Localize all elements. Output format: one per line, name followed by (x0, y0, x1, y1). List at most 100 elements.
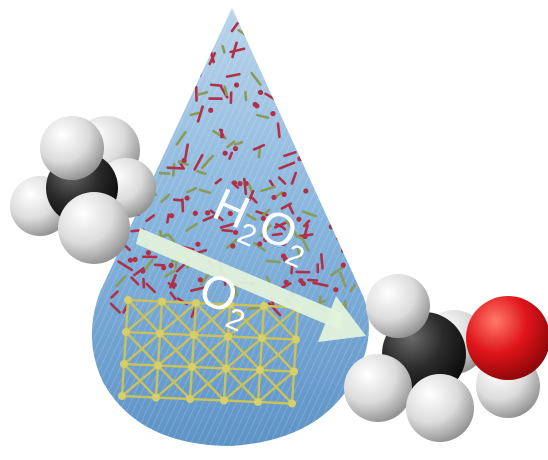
zeolite-bond (95, 262, 113, 273)
lattice-bond (258, 337, 264, 371)
zeolite-bond (214, 178, 223, 185)
zeolite-atom (222, 150, 228, 156)
zeolite-bond (276, 122, 281, 139)
zeolite-atom (195, 241, 201, 247)
zeolite-bond (233, 140, 244, 146)
methanol-molecule-icon (344, 274, 548, 442)
lattice-bond (226, 304, 232, 337)
zeolite-bond (275, 223, 284, 229)
lattice-atom (122, 328, 130, 336)
zeolite-bond (287, 204, 295, 215)
lattice-bond (121, 394, 157, 399)
lattice-bond (189, 397, 225, 402)
zeolite-atom (303, 188, 309, 194)
zeolite-atom (196, 71, 202, 78)
zeolite-bond (330, 265, 346, 277)
zeolite-bond (200, 154, 214, 169)
zeolite-bond (252, 143, 266, 151)
zeolite-bond (196, 105, 204, 123)
lattice-atom (156, 329, 164, 338)
zeolite-bond (246, 213, 257, 221)
zeolite-bond (294, 234, 305, 241)
zeolite-atom (237, 181, 243, 187)
lattice-bond (123, 332, 161, 365)
zeolite-bond (278, 161, 296, 170)
zeolite-bond (277, 176, 287, 185)
zeolite-bond (247, 183, 253, 193)
lattice-bond (122, 331, 128, 365)
lattice-bond (155, 366, 193, 399)
zeolite-atom (257, 89, 264, 95)
zeolite-bond (250, 71, 262, 86)
zeolite-atom (170, 124, 176, 130)
lattice-bond (159, 302, 197, 335)
zeolite-atom (145, 250, 152, 256)
zeolite-bond (196, 248, 208, 255)
zeolite-atom (197, 277, 203, 283)
lattice-bond (127, 298, 163, 303)
zeolite-bond (198, 188, 212, 195)
lattice-bond (121, 364, 159, 397)
zeolite-atom (230, 243, 236, 249)
zeolite-bond (228, 151, 234, 160)
lattice-bond (229, 303, 265, 308)
lattice-atom (124, 296, 132, 304)
lattice-atom (224, 332, 232, 341)
zeolite-bond (160, 193, 171, 204)
zeolite-bond (260, 185, 276, 193)
zeolite-bond (301, 210, 318, 218)
zeolite-bond (166, 166, 185, 170)
zeolite-atom (243, 180, 249, 187)
lattice-atom (292, 335, 300, 344)
lattice-bond (193, 333, 229, 338)
zeolite-bond (265, 259, 281, 264)
lattice-atom (220, 396, 228, 405)
zeolite-bond (257, 146, 262, 159)
zeolite-atom (132, 256, 138, 263)
lattice-bond (123, 362, 159, 367)
zeolite-bond (171, 162, 176, 177)
zeolite-bond (183, 143, 189, 161)
zeolite-bond (110, 290, 119, 299)
lattice-atom (190, 331, 198, 339)
zeolite-bond (248, 189, 255, 202)
zeolite-bond (268, 179, 275, 188)
zeolite-bond (229, 47, 246, 54)
zeolite-bond (221, 44, 226, 54)
zeolite-atom (297, 156, 303, 162)
lattice-atom (158, 297, 166, 306)
lattice-atom (290, 367, 298, 376)
lattice-bond (227, 305, 265, 338)
zeolite-bond (169, 273, 177, 289)
zeolite-bond (196, 91, 209, 96)
zeolite-bond (264, 92, 276, 101)
lattice-bond (195, 301, 231, 306)
zeolite-bond (109, 302, 121, 314)
zeolite-bond (117, 260, 134, 272)
zeolite-bond (169, 291, 177, 301)
zeolite-bond (271, 232, 283, 237)
lattice-bond (292, 339, 298, 372)
lattice-bond (189, 367, 227, 400)
lattice-bond (224, 336, 230, 369)
lattice-atom (192, 299, 200, 307)
zeolite-bond (301, 237, 310, 252)
zeolite-bond (208, 52, 217, 66)
zeolite-bond (261, 208, 271, 217)
zeolite-bond (183, 89, 189, 103)
zeolite-atom (184, 195, 190, 201)
lattice-atom (186, 395, 194, 403)
lattice-bond (227, 335, 263, 340)
methane-molecule-icon (10, 116, 156, 264)
zeolite-bond (349, 284, 357, 293)
zeolite-bond (153, 263, 166, 267)
zeolite-bond (285, 219, 297, 236)
zeolite-atom (281, 191, 287, 197)
zeolite-atom (257, 241, 263, 247)
zeolite-atom (169, 213, 175, 219)
zeolite-atom (333, 287, 339, 293)
zeolite-bond (256, 113, 270, 120)
zeolite-bond (209, 209, 224, 222)
lattice-bond (190, 334, 196, 368)
